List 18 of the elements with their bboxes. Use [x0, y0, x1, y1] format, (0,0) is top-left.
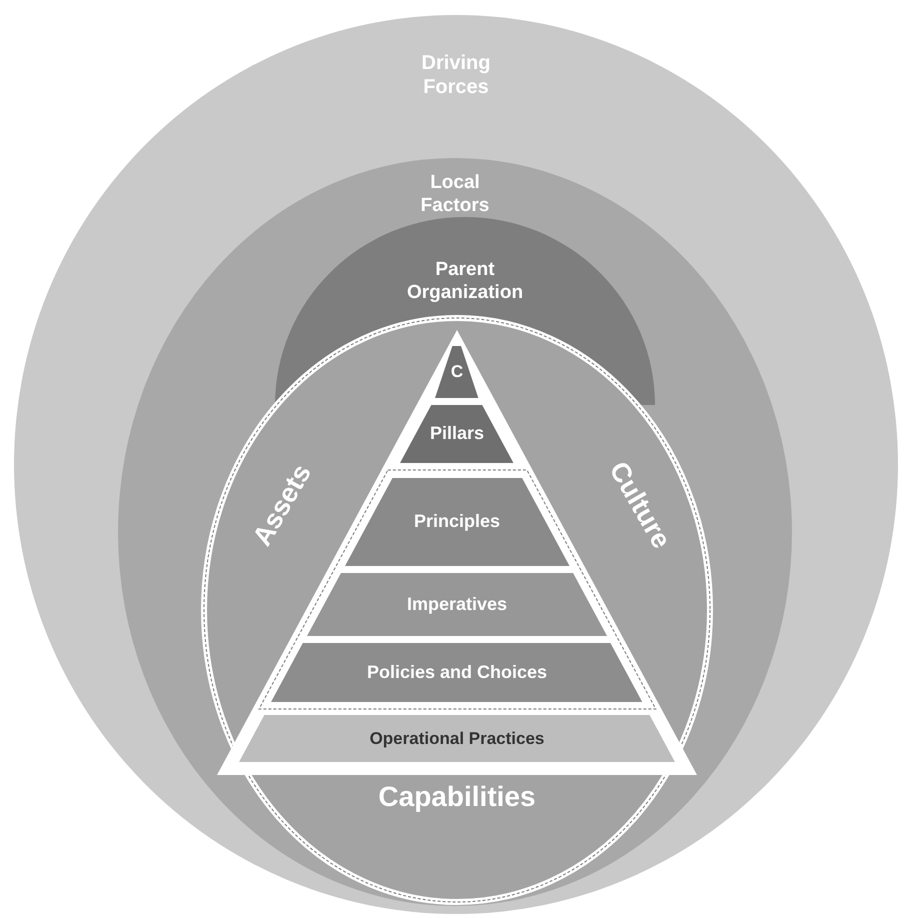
outer-circle — [14, 15, 898, 914]
pyramid-tier — [344, 478, 570, 566]
pyramid-tier — [271, 643, 643, 702]
tier-label: Pillars — [430, 423, 484, 445]
tier-label: Operational Practices — [370, 728, 544, 749]
pyramid — [217, 330, 697, 775]
tier-label: Imperatives — [406, 594, 508, 616]
pyramid-tier — [239, 715, 675, 762]
ring-label: Local Factors — [420, 172, 490, 218]
inner-circle — [204, 318, 710, 902]
region-label: Capabilities — [378, 780, 536, 814]
tier-label: Principles — [414, 511, 500, 533]
tier-label: C — [450, 362, 464, 382]
ring-label: Parent Organization — [406, 259, 524, 305]
pyramid-tier — [435, 346, 479, 398]
tier-label: Policies and Choices — [366, 662, 548, 684]
middle-circle — [118, 158, 792, 906]
pyramid-tier — [306, 573, 608, 636]
